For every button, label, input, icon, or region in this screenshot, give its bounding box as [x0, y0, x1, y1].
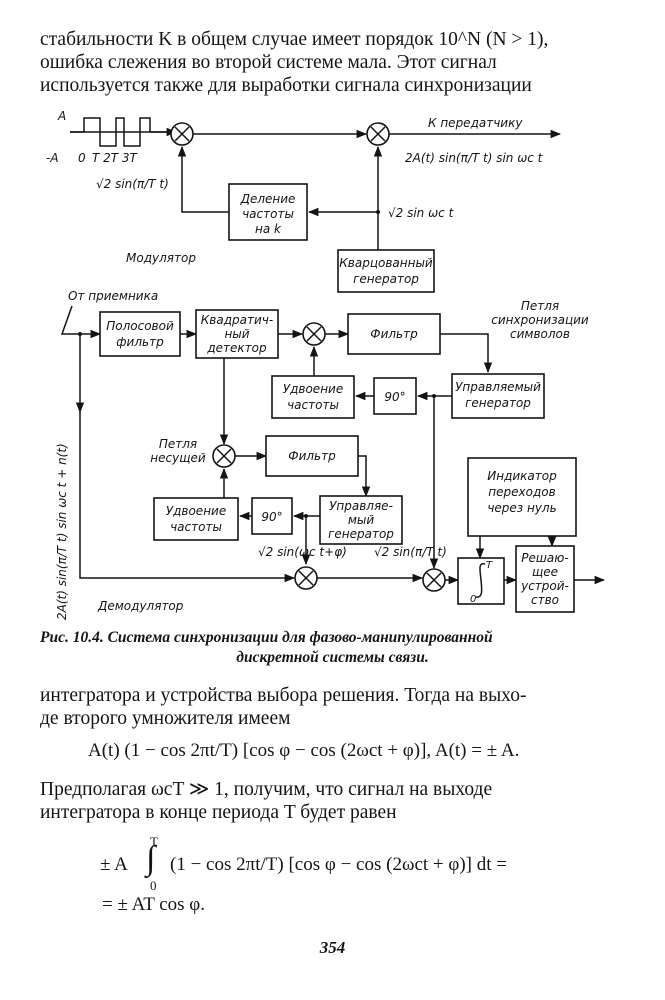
vco-1-line-2: генератор: [465, 396, 531, 410]
quartz-line-2: генератор: [353, 272, 419, 286]
text-line: де второго умножителя имеем: [40, 708, 291, 729]
decision-line-3: устрой-: [520, 579, 569, 593]
sqrt-sin-phi-label: √2 sin(ωc t+φ): [258, 545, 347, 559]
phase-shifter-2-box: [251, 497, 293, 535]
decision-line-1: Решаю-: [521, 551, 568, 565]
middle-paragraph: интегратора и устройства выбора решения.…: [40, 684, 600, 730]
frequency-doubler-2-box: [153, 497, 239, 541]
eq2-prefix: ± A: [100, 854, 128, 875]
decision-line-2: щее: [532, 565, 558, 579]
vco-1-line-1: Управляемый: [455, 380, 541, 394]
decision-device-box: [515, 545, 575, 613]
indicator-line-3: через нуль: [487, 501, 556, 515]
amp-label: A: [57, 109, 66, 123]
vco-2-box: [319, 495, 403, 545]
filter-1-box: [347, 313, 441, 355]
eq2-upper-limit: T: [150, 834, 158, 849]
indicator-line-2: переходов: [488, 485, 555, 499]
decision-line-4: ство: [531, 593, 559, 607]
quartz-generator-box: [337, 249, 435, 293]
divider-line-3: на k: [255, 222, 282, 236]
vco-2-line-1: Управляе-: [329, 499, 393, 513]
indicator-line-1: Индикатор: [487, 469, 557, 483]
vco-2-line-2: мый: [348, 513, 375, 527]
modulator: A -A 0 T 2T 3T К передатчику 2A(t) sin(π…: [46, 109, 562, 293]
symbol-loop-line-3: символов: [510, 327, 570, 341]
frequency-divider-box: [228, 183, 308, 241]
caption-line-1: Рис. 10.4. Система синхронизации для фаз…: [40, 629, 493, 646]
doubler-2-line-2: частоты: [170, 520, 222, 534]
vco-1-box: [451, 373, 545, 419]
bandpass-line-2: фильтр: [116, 335, 164, 349]
top-paragraph: стабильности K в общем случае имеет поря…: [40, 28, 600, 97]
doubler-2-line-1: Удвоение: [166, 504, 226, 518]
from-receiver-label: От приемника: [68, 289, 158, 303]
zero-label: 0: [78, 151, 86, 165]
to-transmitter-label: К передатчику: [428, 116, 523, 130]
symbol-loop-line-2: синхронизации: [491, 313, 589, 327]
page-number: 354: [319, 938, 346, 957]
modulated-signal-label: 2A(t) sin(π/T t) sin ωc t: [405, 151, 544, 165]
block-diagram: A -A 0 T 2T 3T К передатчику 2A(t) sin(π…: [46, 109, 606, 620]
eq2-lower-limit: 0: [150, 878, 157, 893]
figure-caption: Рис. 10.4. Система синхронизации для фаз…: [40, 628, 625, 668]
square-wave: [70, 117, 168, 147]
frequency-doubler-1-box: [271, 375, 355, 419]
detector-line-1: Квадратич-: [201, 313, 273, 327]
carrier-loop-line-2: несущей: [150, 451, 206, 465]
phase-1-label: 90°: [384, 390, 405, 404]
vco-2-line-3: генератор: [328, 527, 394, 541]
text-line: стабильности K в общем случае имеет поря…: [40, 29, 549, 50]
filter-2-box: [265, 435, 359, 477]
carrier-loop-line-1: Петля: [159, 437, 197, 451]
equation-1: A(t) (1 − cos 2πt/T) [cos φ − cos (2ωct …: [88, 740, 520, 761]
phase-2-label: 90°: [261, 510, 282, 524]
bandpass-filter-box: [99, 311, 181, 357]
bandpass-line-1: Полосовой: [106, 319, 174, 333]
doubler-1-line-2: частоты: [287, 398, 339, 412]
zero-crossing-indicator-box: [467, 457, 577, 537]
quartz-line-1: Кварцованный: [339, 256, 433, 270]
integral-sign-icon: [475, 562, 486, 598]
demodulator-label: Демодулятор: [97, 599, 184, 613]
text-line: используется также для выработки сигнала…: [40, 75, 532, 96]
text-line: ошибка слежения во второй системе мала. …: [40, 52, 497, 73]
equation-2: ± A ∫ T 0 (1 − cos 2πt/T) [cos φ − cos (…: [100, 834, 620, 894]
modulator-label: Модулятор: [126, 251, 196, 265]
eq2-body: (1 − cos 2πt/T) [cos φ − cos (2ωct + φ)]…: [170, 854, 507, 875]
paragraph-3: Предполагая ωcT ≫ 1, получим, что сигнал…: [40, 778, 600, 824]
neg-amp-label: -A: [46, 151, 59, 165]
text-line: интегратора и устройства выбора решения.…: [40, 685, 527, 706]
input-signal-label: 2A(t) sin(π/T t) sin ωc t + n(t): [55, 443, 69, 620]
divider-line-1: Деление: [240, 192, 296, 206]
square-law-detector-box: [195, 309, 279, 359]
symbol-loop-line-1: Петля: [521, 299, 559, 313]
text-line: интегратора в конце периода T будет раве…: [40, 802, 397, 823]
integrator-upper-limit: T: [486, 560, 493, 571]
doubler-1-line-1: Удвоение: [283, 382, 343, 396]
integral-sign-icon: ∫: [146, 840, 156, 877]
sqrt-sin-wc-label: √2 sin ωc t: [388, 206, 455, 220]
filter-1-label: Фильтр: [370, 327, 418, 341]
detector-line-3: детектор: [206, 341, 267, 355]
sqrt-sin-pi-label: √2 sin(π/T t): [96, 177, 169, 191]
phase-shifter-1-box: [373, 377, 417, 415]
equation-3: = ± AT cos φ.: [102, 894, 206, 915]
text-line: Предполагая ωcT ≫ 1, получим, что сигнал…: [40, 779, 493, 800]
integrator-lower-limit: 0: [470, 594, 476, 605]
divider-line-2: частоты: [242, 207, 294, 221]
detector-line-2: ный: [224, 327, 249, 341]
time-ticks: T 2T 3T: [92, 151, 139, 165]
demodulator: От приемника 2A(t) sin(π/T t) sin ωc t +…: [55, 289, 606, 620]
caption-line-2: дискретной системы связи.: [236, 649, 429, 666]
sqrt-sin-pi-2-label: √2 sin(π/T t): [374, 545, 447, 559]
filter-2-label: Фильтр: [288, 449, 336, 463]
